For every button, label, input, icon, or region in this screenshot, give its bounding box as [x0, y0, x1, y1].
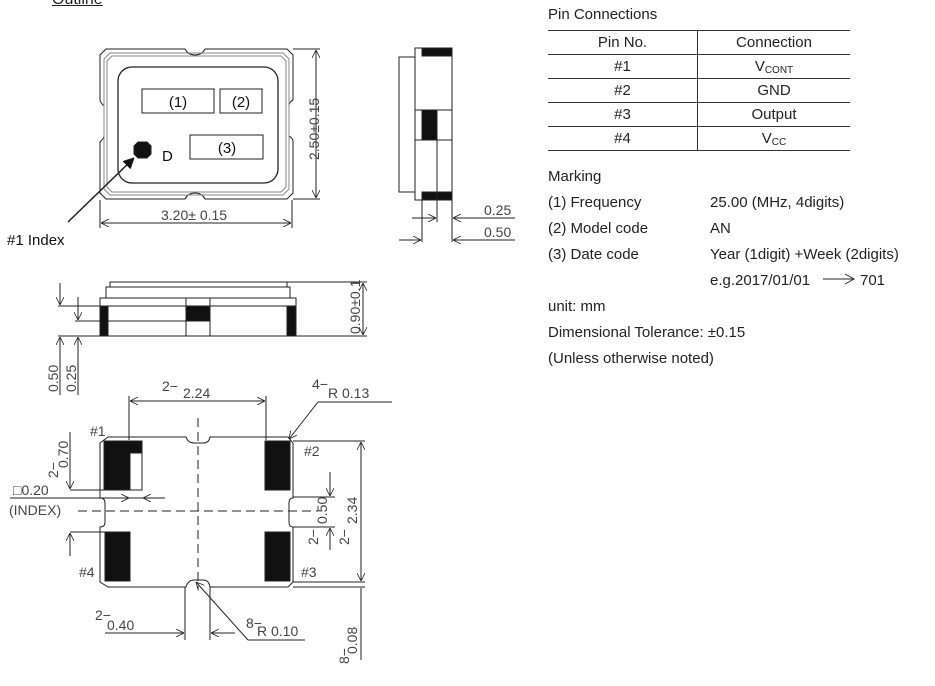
width-dimension: 3.20± 0.15 [161, 207, 227, 223]
mark-letter: D [162, 148, 173, 165]
vertical-pitch-dim: 2.34 [344, 497, 360, 524]
marking-value-3: Year (1digit) +Week (2digits) [710, 246, 899, 263]
front-dim-a: 0.50 [45, 365, 61, 392]
marking-value-2: AN [710, 220, 731, 237]
pin-connections-title: Pin Connections [548, 6, 658, 23]
front-view: 0.50 0.25 0.90±0.1 [45, 279, 367, 395]
marking-label-3: (3) Date code [548, 246, 639, 263]
notch-height-dim: 0.50 [314, 497, 330, 524]
marking-box-3: (3) [218, 140, 236, 157]
edge-prefix: 8− [336, 648, 352, 664]
height-dimension: 2.50±0.15 [306, 98, 322, 160]
notch-radius-dim: R 0.10 [257, 623, 298, 639]
notch-width-prefix: 2− [95, 607, 111, 623]
pad-pitch-dim: 2.24 [183, 385, 210, 401]
connection-cell: GND [697, 78, 850, 103]
bottom-view: #1 #2 #3 #4 2− 2.24 4− R 0.13 2− 0.70 □0… [9, 376, 392, 664]
marking-box-2: (2) [232, 94, 250, 111]
index-label: #1 Index [7, 232, 65, 249]
corner-radius-prefix: 4− [312, 376, 328, 392]
marking-box-1: (1) [169, 94, 187, 111]
pad-2 [264, 440, 291, 491]
note-unless: (Unless otherwise noted) [548, 350, 714, 367]
pin-cell: #2 [548, 78, 698, 103]
table-row: #3 Output [548, 102, 850, 127]
pin-label-2: #2 [304, 443, 320, 459]
marking-label-2: (2) Model code [548, 220, 649, 237]
front-height-dim: 0.90±0.1 [347, 279, 363, 334]
connection-cell: Output [697, 102, 850, 127]
vertical-pitch-prefix: 2− [336, 529, 352, 545]
conn-main: V [761, 129, 772, 147]
notch-radius-prefix: 8− [246, 615, 262, 631]
header-connection: Connection [697, 30, 850, 55]
index-dot-icon [133, 141, 152, 159]
table-header: Pin No. Connection [548, 30, 850, 55]
pad-3 [264, 531, 291, 582]
notch-height-prefix: 2− [305, 529, 321, 545]
arrow-right-icon [823, 272, 856, 286]
connection-cell: VCONT [697, 54, 850, 79]
pad-height-dim: 0.70 [55, 441, 71, 468]
outline-title: Outline [52, 0, 103, 9]
header-pin-no: Pin No. [548, 30, 698, 55]
pin-cell: #4 [548, 126, 698, 151]
marking-title: Marking [548, 168, 602, 185]
pin-cell: #1 [548, 54, 698, 79]
pad-height-prefix: 2− [45, 462, 61, 478]
notch-width-dim: 0.40 [107, 617, 134, 633]
table-row: #2 GND [548, 78, 850, 103]
conn-main: V [754, 57, 765, 75]
marking-label-1: (1) Frequency [548, 194, 642, 211]
side-dim-a: 0.25 [484, 202, 511, 218]
pin-label-1: #1 [90, 423, 106, 439]
top-view: (1) (2) (3) D #1 Index 2.50±0.15 3.20± 0… [7, 48, 322, 249]
pin-label-3: #3 [301, 564, 317, 580]
note-unit: unit: mm [548, 298, 606, 315]
example-left: e.g.2017/01/01 [710, 272, 811, 289]
side-view: 0.25 0.50 [398, 47, 515, 242]
side-dim-b: 0.50 [484, 224, 511, 240]
note-tolerance: Dimensional Tolerance: ±0.15 [548, 324, 746, 341]
edge-dim: 0.08 [344, 627, 360, 654]
pad-4 [104, 531, 131, 582]
conn-sub: CC [771, 136, 787, 148]
example-right: 701 [860, 272, 886, 289]
pin-cell: #3 [548, 102, 698, 127]
index-label-text: (INDEX) [9, 502, 61, 518]
pin-label-4: #4 [79, 564, 95, 580]
front-dim-b: 0.25 [63, 365, 79, 392]
corner-radius-dim: R 0.13 [328, 385, 369, 401]
pad-pitch-prefix: 2− [162, 378, 178, 394]
conn-main: Output [751, 106, 797, 123]
conn-main: GND [757, 82, 791, 99]
index-size-dim: □0.20 [13, 482, 49, 498]
conn-sub: CONT [764, 64, 794, 76]
connection-cell: VCC [697, 126, 850, 151]
marking-value-1: 25.00 (MHz, 4digits) [710, 194, 845, 211]
